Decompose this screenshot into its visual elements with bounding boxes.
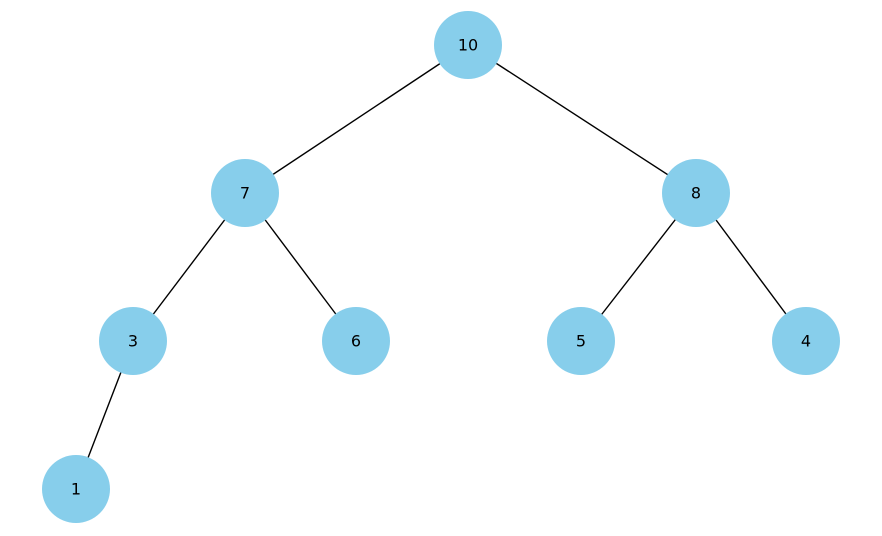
- tree-node-1: 1: [42, 455, 110, 523]
- node-label-8: 8: [691, 184, 701, 203]
- node-label-1: 1: [71, 480, 81, 499]
- node-circle-6: [322, 307, 390, 375]
- node-label-10: 10: [458, 36, 478, 55]
- node-label-3: 3: [128, 332, 138, 351]
- node-circle-7: [211, 159, 279, 227]
- tree-node-8: 8: [662, 159, 730, 227]
- tree-node-5: 5: [547, 307, 615, 375]
- node-circle-1: [42, 455, 110, 523]
- tree-node-6: 6: [322, 307, 390, 375]
- node-label-5: 5: [576, 332, 586, 351]
- node-label-6: 6: [351, 332, 361, 351]
- node-label-4: 4: [801, 332, 811, 351]
- tree-edge-10-7: [244, 44, 469, 194]
- tree-edge-10-8: [467, 44, 697, 194]
- tree-node-4: 4: [772, 307, 840, 375]
- tree-node-10: 10: [434, 11, 502, 79]
- node-circle-5: [547, 307, 615, 375]
- tree-node-3: 3: [99, 307, 167, 375]
- node-circle-8: [662, 159, 730, 227]
- node-circle-10: [434, 11, 502, 79]
- node-label-7: 7: [240, 184, 250, 203]
- node-circle-4: [772, 307, 840, 375]
- node-circle-3: [99, 307, 167, 375]
- tree-node-7: 7: [211, 159, 279, 227]
